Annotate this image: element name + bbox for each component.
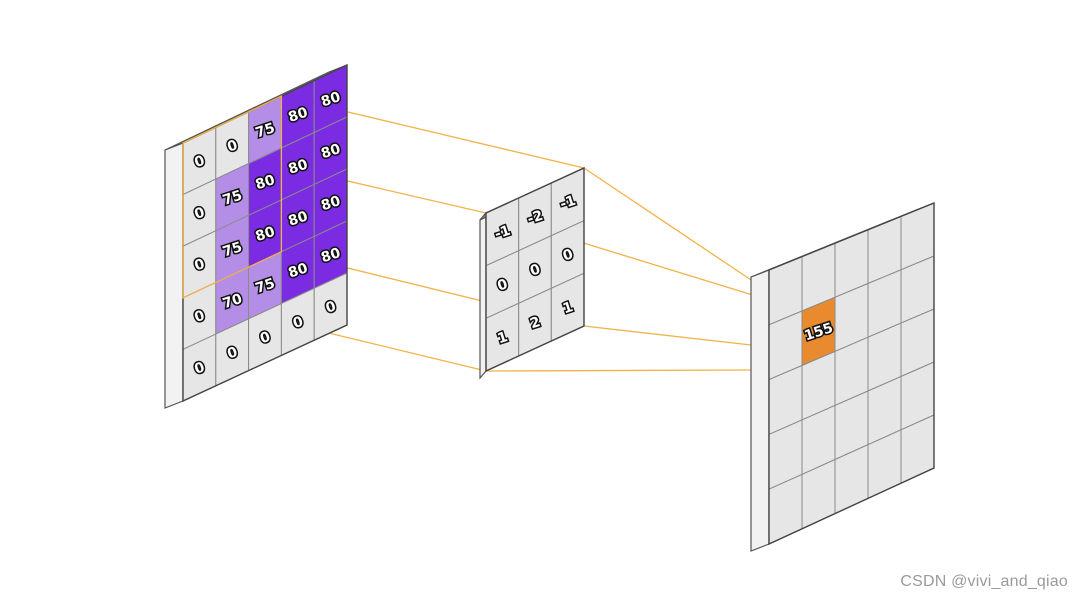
input-matrix-side-face	[164, 142, 184, 409]
connector-kernel-output-3	[583, 325, 752, 346]
output-matrix-side-face	[750, 269, 770, 552]
output-matrix: 155	[750, 201, 935, 552]
connector-kernel-output-1	[583, 167, 770, 293]
kernel-matrix-value-r0c0: -1	[493, 223, 513, 243]
kernel-matrix-border	[485, 166, 585, 373]
input-matrix-border	[182, 63, 348, 403]
connector-kernel-output-4	[485, 369, 752, 372]
watermark: CSDN @vivi_and_qiao	[900, 573, 1068, 590]
output-matrix-border	[768, 201, 935, 546]
input-window-outline	[182, 95, 283, 299]
kernel-matrix-value-r0c2: -1	[558, 193, 578, 213]
kernel-matrix-side-face	[479, 211, 487, 380]
kernel-matrix-value-r0c1: -2	[525, 208, 545, 228]
